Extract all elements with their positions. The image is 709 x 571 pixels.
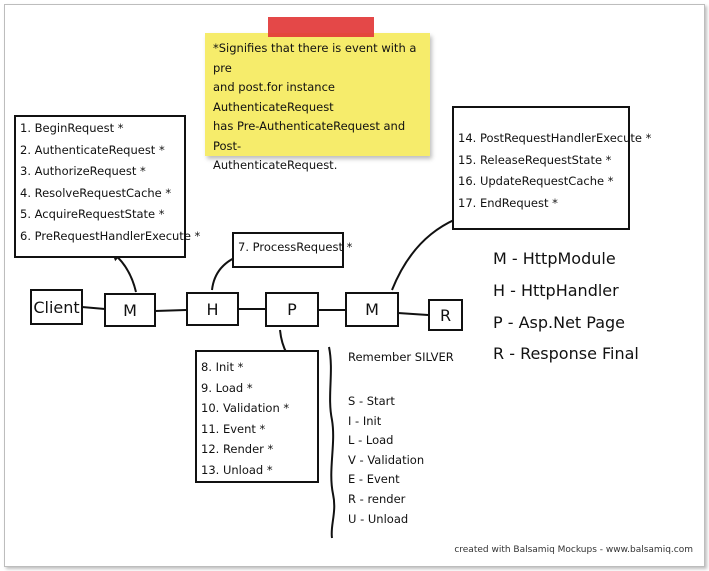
list-item: 12. Render * — [201, 442, 274, 456]
note-line: AuthenticateRequest — [213, 99, 334, 114]
note-line: has Pre-AuthenticateRequest and Post- — [213, 119, 406, 153]
silver-item: R - render — [348, 492, 406, 506]
silver-title: Remember SILVER — [348, 350, 454, 364]
list-item: 5. AcquireRequestState * — [20, 207, 165, 221]
list-item: 2. AuthenticateRequest * — [20, 142, 165, 157]
handler-node: H — [186, 292, 239, 326]
silver-item: I - Init — [348, 414, 382, 428]
page-events-box: 8. Init * 9. Load * 10. Validation * 11.… — [195, 350, 319, 483]
silver-item: V - Validation — [348, 453, 425, 467]
silver-item: L - Load — [348, 433, 394, 447]
list-item: 13. Unload * — [201, 462, 273, 477]
note-tape — [268, 17, 374, 37]
module-end-events-box: 14. PostRequestHandlerExecute * 15. Rele… — [452, 106, 652, 230]
module-begin-events-box: 1. BeginRequest * 2. AuthenticateRequest… — [14, 115, 201, 258]
silver-brace — [328, 346, 336, 539]
list-item: 3. AuthorizeRequest * — [20, 164, 146, 178]
list-item: 14. PostRequestHandlerExecute * — [458, 131, 652, 145]
connector-m2-r — [397, 312, 429, 316]
list-item: 4. ResolveRequestCache * — [20, 185, 172, 200]
connector-client-m1 — [81, 306, 106, 310]
module-node-end: M — [345, 292, 399, 327]
legend-item: H - HttpHandler — [493, 281, 619, 300]
silver-item: S - Start — [348, 394, 395, 408]
list-item: 1. BeginRequest * — [20, 121, 124, 135]
list-item: 15. ReleaseRequestState * — [458, 152, 612, 167]
legend-item: P - Asp.Net Page — [493, 313, 626, 332]
list-item: 17. EndRequest * — [458, 195, 558, 210]
silver-item: U - Unload — [348, 512, 409, 526]
footer-credit: created with Balsamiq Mockups - www.bals… — [454, 545, 693, 555]
list-item: 8. Init * — [201, 360, 244, 374]
list-item: 10. Validation * — [201, 401, 290, 415]
arrow-m1-to-begin-events — [111, 251, 137, 293]
legend-item: R - Response Final — [493, 344, 639, 363]
client-node: Client — [30, 289, 83, 325]
list-item: 9. Load * — [201, 380, 253, 395]
handler-event-box: 7. ProcessRequest * — [232, 232, 353, 268]
silver-item: E - Event — [348, 472, 400, 486]
note-line: AuthenticateRequest. — [213, 158, 338, 172]
note-line: *Signifies that there is event with a pr… — [213, 41, 417, 75]
legend-item: M - HttpModule — [493, 249, 616, 268]
module-node-begin: M — [104, 293, 156, 327]
note-line: and post.for instance — [213, 80, 335, 94]
response-node: R — [428, 299, 463, 331]
list-item: 11. Event * — [201, 421, 266, 436]
list-item: 7. ProcessRequest * — [238, 240, 353, 254]
sticky-note: *Signifies that there is event with a pr… — [205, 33, 430, 172]
page-node: P — [265, 292, 319, 327]
connector-m1-h — [154, 309, 187, 312]
list-item: 16. UpdateRequestCache * — [458, 174, 614, 188]
list-item: 6. PreRequestHandlerExecute * — [20, 228, 201, 243]
